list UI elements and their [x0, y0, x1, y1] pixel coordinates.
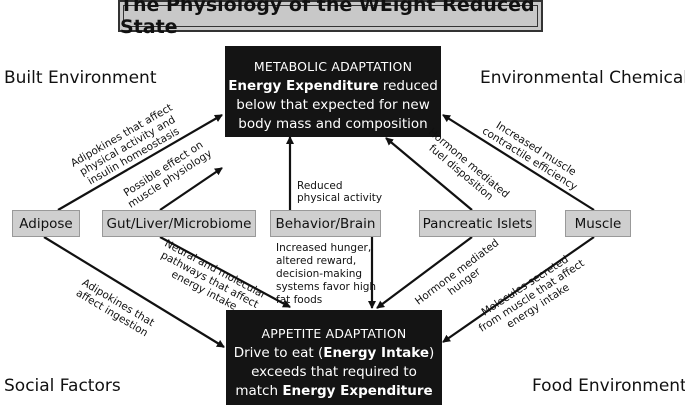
corner-top-right: Environmental Chemicals [480, 68, 685, 88]
appetite-line-3-pre: match [235, 383, 283, 399]
diagram-title: The Physiology of the WEight Reduced Sta… [118, 0, 543, 38]
label-behavior-up: Reduced physical activity [297, 180, 382, 204]
appetite-line-1-post: ) [429, 345, 435, 361]
metabolic-line-1: Energy Expenditure reduced [225, 77, 441, 96]
arrow-pancreatic-to-metabolic [385, 137, 473, 211]
metabolic-header: METABOLIC ADAPTATION [253, 59, 413, 74]
node-pancreatic-islets: Pancreatic Islets [419, 210, 536, 237]
arrow-pancreatic-to-appetite [376, 236, 473, 309]
appetite-ei-bold: Energy Intake [323, 345, 430, 361]
arrow-muscle-to-appetite [442, 236, 595, 343]
node-muscle-label: Muscle [574, 215, 622, 232]
appetite-line-2: exceeds that required to [251, 364, 417, 380]
appetite-line-3: match Energy Expenditure [226, 382, 442, 401]
label-line: systems favor high [276, 281, 377, 293]
corner-bottom-left: Social Factors [4, 376, 121, 396]
corner-bottom-right: Food Environment [532, 376, 685, 396]
metabolic-ee-bold: Energy Expenditure [228, 78, 379, 94]
metabolic-adaptation-box: METABOLIC ADAPTATION Energy Expenditure … [225, 46, 441, 137]
corner-top-left: Built Environment [4, 68, 157, 88]
label-line: fat foods [276, 294, 323, 306]
label-line: Increased hunger, [276, 242, 372, 254]
arrow-adipose-to-appetite [43, 236, 225, 348]
metabolic-line-1-rest: reduced [378, 78, 438, 94]
node-behavior-brain: Behavior/Brain [270, 210, 381, 237]
appetite-header: APPETITE ADAPTATION [261, 326, 407, 341]
arrow-gut-to-appetite [159, 236, 291, 308]
appetite-ee-bold: Energy Expenditure [282, 383, 433, 399]
label-line: altered reward, [276, 255, 357, 267]
node-muscle: Muscle [565, 210, 631, 237]
appetite-adaptation-box: APPETITE ADAPTATION Drive to eat (Energy… [226, 310, 442, 405]
title-text: The Physiology of the WEight Reduced Sta… [120, 0, 535, 38]
node-pancreatic-label: Pancreatic Islets [422, 215, 533, 232]
label-line: Reduced [297, 180, 343, 192]
node-gut-liver-microbiome: Gut/Liver/Microbiome [102, 210, 256, 237]
arrow-muscle-to-metabolic [442, 114, 595, 211]
label-line: physical activity [297, 192, 383, 204]
appetite-line-1: Drive to eat (Energy Intake) [226, 344, 442, 363]
node-adipose: Adipose [12, 210, 80, 237]
node-gut-label: Gut/Liver/Microbiome [106, 215, 252, 232]
appetite-line-1-pre: Drive to eat ( [233, 345, 324, 361]
metabolic-line-2: below that expected for new [236, 97, 430, 113]
arrow-gut-to-metabolic [159, 167, 223, 211]
label-line: decision-making [276, 268, 363, 280]
node-behavior-label: Behavior/Brain [275, 215, 376, 232]
label-behavior-down: Increased hunger, altered reward, decisi… [276, 242, 376, 307]
arrow-adipose-to-metabolic [57, 114, 223, 211]
node-adipose-label: Adipose [19, 215, 73, 232]
metabolic-line-3: body mass and composition [238, 116, 428, 132]
